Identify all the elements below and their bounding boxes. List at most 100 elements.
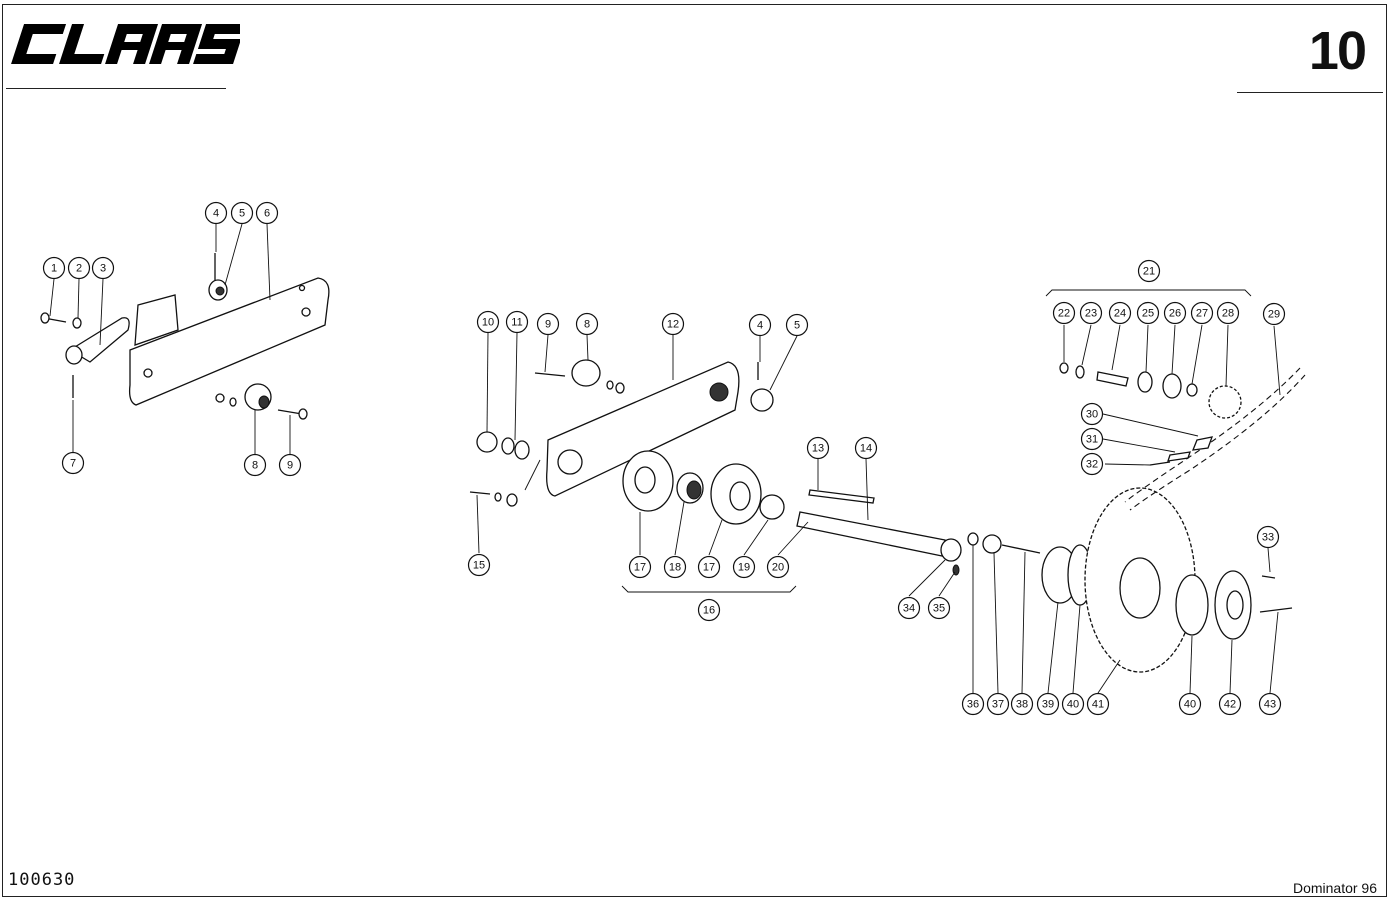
callout-number: 27	[1196, 308, 1208, 320]
callout-circle	[1052, 301, 1076, 325]
callout-17: 17	[697, 555, 721, 579]
callout-12: 12	[661, 312, 685, 336]
callout-number: 36	[967, 699, 979, 711]
callout-circle	[476, 310, 500, 334]
group-bracket-16	[621, 585, 797, 593]
callout-number: 16	[703, 605, 715, 617]
callout-circle	[806, 436, 830, 460]
callout-9: 9	[278, 453, 302, 477]
callout-number: 22	[1058, 308, 1070, 320]
callout-22: 22	[1052, 301, 1076, 325]
callout-number: 7	[70, 458, 76, 470]
callout-15: 15	[467, 553, 491, 577]
callout-29: 29	[1262, 302, 1286, 326]
callout-number: 3	[100, 263, 106, 275]
lever-arm	[68, 317, 130, 363]
callout-26: 26	[1163, 301, 1187, 325]
callout-circle	[961, 692, 985, 716]
callout-38: 38	[1010, 692, 1034, 716]
callout-circle	[1137, 259, 1161, 283]
callout-circle	[986, 692, 1010, 716]
callout-40: 40	[1178, 692, 1202, 716]
callout-number: 14	[860, 443, 872, 455]
group-bracket-21	[1045, 289, 1252, 297]
callout-circle	[575, 312, 599, 336]
callout-30: 30	[1080, 402, 1104, 426]
callout-34: 34	[897, 596, 921, 620]
callout-circle	[663, 555, 687, 579]
callout-28: 28	[1216, 301, 1240, 325]
callout-number: 20	[772, 562, 784, 574]
callout-10: 10	[476, 310, 500, 334]
callout-number: 24	[1114, 308, 1126, 320]
callout-number: 43	[1264, 699, 1276, 711]
callout-number: 37	[992, 699, 1004, 711]
callout-4: 4	[204, 201, 228, 225]
callout-number: 5	[239, 208, 245, 220]
callout-circle	[1258, 692, 1282, 716]
callout-circle	[1086, 692, 1110, 716]
callout-circle	[230, 201, 254, 225]
left-assembly	[40, 253, 330, 420]
callout-circle	[1108, 301, 1132, 325]
callout-35: 35	[927, 596, 951, 620]
drive-assembly	[796, 362, 1306, 673]
callout-5: 5	[785, 313, 809, 337]
drive-shaft	[796, 511, 946, 557]
callout-number: 42	[1224, 699, 1236, 711]
callout-circle	[785, 313, 809, 337]
callout-number: 33	[1262, 532, 1274, 544]
callout-number: 40	[1184, 699, 1196, 711]
callout-circle	[661, 312, 685, 336]
callout-circle	[278, 453, 302, 477]
callout-number: 41	[1092, 699, 1104, 711]
callout-circle	[628, 555, 652, 579]
callout-5: 5	[230, 201, 254, 225]
callout-36: 36	[961, 692, 985, 716]
callout-number: 6	[264, 208, 270, 220]
callout-number: 23	[1085, 308, 1097, 320]
header-rule-left	[6, 88, 226, 89]
callout-2: 2	[67, 256, 91, 280]
claas-logo	[11, 24, 240, 64]
callout-31: 31	[1080, 427, 1104, 451]
callout-number: 17	[634, 562, 646, 574]
callout-24: 24	[1108, 301, 1132, 325]
callout-circle	[536, 312, 560, 336]
callout-number: 31	[1086, 434, 1098, 446]
callout-number: 12	[667, 319, 679, 331]
callout-circle	[697, 598, 721, 622]
document-code: 100630	[8, 870, 76, 890]
callout-circle	[697, 555, 721, 579]
callout-number: 5	[794, 320, 800, 332]
header-rule-right	[1237, 92, 1383, 93]
callout-circle	[1079, 301, 1103, 325]
callout-number: 32	[1086, 459, 1098, 471]
callout-number: 21	[1143, 266, 1155, 278]
callout-number: 39	[1042, 699, 1054, 711]
callout-number: 25	[1142, 308, 1154, 320]
callout-number: 13	[812, 443, 824, 455]
callout-circle	[61, 451, 85, 475]
callout-number: 40	[1067, 699, 1079, 711]
callout-number: 29	[1268, 309, 1280, 321]
callout-number: 9	[545, 319, 551, 331]
callout-23: 23	[1079, 301, 1103, 325]
callout-40: 40	[1061, 692, 1085, 716]
callout-7: 7	[61, 451, 85, 475]
callout-11: 11	[505, 310, 529, 334]
callout-number: 17	[703, 562, 715, 574]
callout-3: 3	[91, 256, 115, 280]
callout-circle	[766, 555, 790, 579]
callout-circle	[42, 256, 66, 280]
callout-circle	[255, 201, 279, 225]
callout-43: 43	[1258, 692, 1282, 716]
callout-circle	[467, 553, 491, 577]
callout-42: 42	[1218, 692, 1242, 716]
callout-33: 33	[1256, 525, 1280, 549]
callout-number: 1	[51, 263, 57, 275]
callout-circle	[1061, 692, 1085, 716]
callout-circle	[1178, 692, 1202, 716]
callout-39: 39	[1036, 692, 1060, 716]
bracket-plate	[128, 277, 330, 406]
